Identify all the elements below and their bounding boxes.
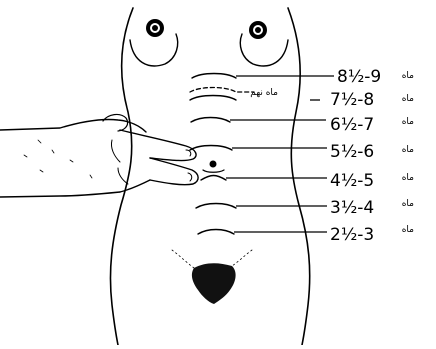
unit-label: ماه [402,225,414,235]
breasts [130,19,288,66]
fundal-level: 6½-7 ماه [191,115,414,135]
fundal-curve [191,118,230,123]
range-label: 6½-7 [330,115,374,135]
unit-label: ماه [402,145,414,155]
range-label: 7½-8 [330,90,374,110]
navel [203,161,224,173]
fundal-curve [196,204,236,209]
fundal-level: 7½-8 ماه [190,90,414,110]
unit-label: ماه [402,173,414,183]
range-label: 4½-5 [330,171,374,191]
examining-hand [0,114,198,197]
fundal-curve [198,230,234,235]
unit-label: ماه [402,199,414,209]
fundal-curve [190,146,232,151]
fundal-curve [190,96,236,101]
fundal-level: 8½-9 ماه [192,67,414,87]
fundal-level: 4½-5 ماه [201,171,414,191]
unit-label: ماه [402,94,414,104]
fundal-curve [192,74,236,79]
ninth-month-dashed-curve [190,88,254,93]
unit-label: ماه [402,117,414,127]
range-label: 3½-4 [330,198,374,218]
range-label: 8½-9 [337,67,381,87]
fundal-curve [201,176,226,181]
range-label: 5½-6 [330,142,374,162]
pubic-hair [172,250,252,304]
ninth-month-label: ماه نهم [250,88,278,98]
unit-label: ماه [402,71,414,81]
fundal-level: 5½-6 ماه [190,142,414,162]
fundal-level: 3½-4 ماه [196,198,414,218]
range-label: 2½-3 [330,225,374,245]
